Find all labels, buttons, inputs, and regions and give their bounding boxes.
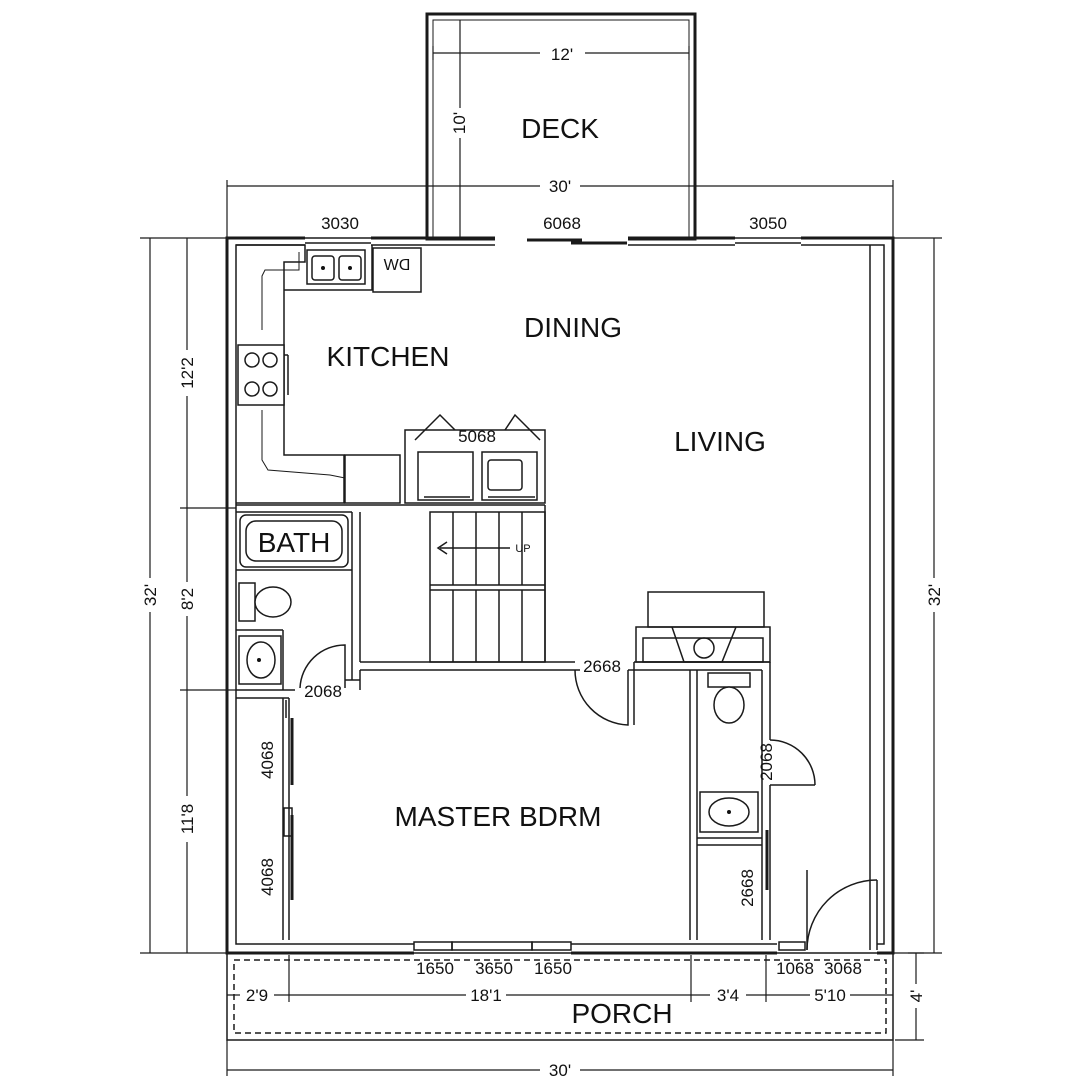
left-seg2-label: 8'2 [178, 588, 197, 610]
living-label: LIVING [674, 426, 766, 457]
right-total-label: 32' [925, 584, 944, 606]
porch-depth-label: 4' [907, 990, 926, 1003]
left-seg3-label: 11'8 [178, 804, 197, 834]
bath-door-label: 2068 [304, 682, 342, 701]
dining-label: DINING [524, 312, 622, 343]
window-kitchen-label: 3030 [321, 214, 359, 233]
range-stove [237, 344, 285, 406]
deck-label: DECK [521, 113, 599, 144]
small-door-label: 1068 [776, 959, 814, 978]
front-door-label: 3068 [824, 959, 862, 978]
closet3-label: 2668 [738, 869, 757, 907]
bottom-seg3-label: 3'4 [717, 986, 739, 1005]
master-bath-door-label: 2068 [757, 743, 776, 781]
dishwasher [372, 247, 422, 293]
kitchen-sink [306, 249, 366, 285]
bottom-seg2-label: 18'1 [470, 986, 502, 1005]
bathtub [239, 514, 349, 568]
pantry-label: 5068 [458, 427, 496, 446]
kitchen-counters: DW [236, 244, 546, 504]
bottom-seg1-label: 2'9 [246, 986, 268, 1005]
bath-door [299, 644, 346, 689]
overall-dimensions: 30' 32' 12'2 8'2 11'8 32' 4' 30' [138, 175, 946, 1080]
master-closets [236, 697, 294, 940]
toilet-master [707, 672, 751, 688]
kitchen-label: KITCHEN [327, 341, 450, 372]
master-bdrm-label: MASTER BDRM [395, 801, 602, 832]
bottom-width-label: 30' [549, 1061, 571, 1080]
window3-label: 1650 [534, 959, 572, 978]
deck-width-label: 12' [551, 45, 573, 64]
master-door [574, 669, 629, 726]
toilet-bath [238, 582, 256, 622]
closet2-label: 4068 [258, 858, 277, 896]
dishwasher-label: DW [383, 257, 411, 274]
window-living-label: 3050 [749, 214, 787, 233]
bath-label: BATH [258, 527, 331, 558]
porch-label: PORCH [571, 998, 672, 1029]
deck-depth-label: 10' [450, 112, 469, 134]
master-door-label: 2668 [583, 657, 621, 676]
closet1-label: 4068 [258, 741, 277, 779]
bottom-seg4-label: 5'10 [814, 986, 846, 1005]
left-total-label: 32' [141, 584, 160, 606]
stairs-up-label: UP [515, 543, 530, 555]
deck: 12' 10' DECK [425, 12, 697, 241]
fireplace [635, 591, 771, 663]
top-width-label: 30' [549, 177, 571, 196]
window2-label: 3650 [475, 959, 513, 978]
left-seg1-label: 12'2 [178, 357, 197, 389]
porch [226, 952, 894, 1041]
master-bath-door [769, 739, 816, 786]
window1-label: 1650 [416, 959, 454, 978]
deck-door-label: 6068 [543, 214, 581, 233]
staircase [429, 511, 546, 663]
master-bath-walls [633, 661, 815, 940]
